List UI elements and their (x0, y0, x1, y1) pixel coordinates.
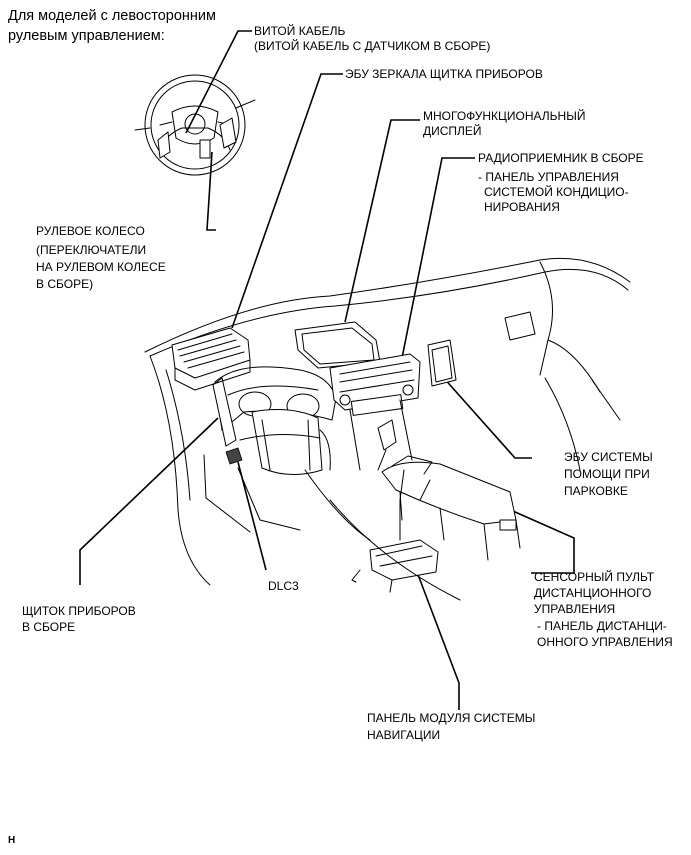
nav-module-label-2: НАВИГАЦИИ (367, 728, 441, 742)
remote-panel-label-2: ОННОГО УПРАВЛЕНИЯ (537, 635, 673, 649)
multi-display-label-2: ДИСПЛЕЙ (423, 124, 482, 138)
cluster-label: ЩИТОК ПРИБОРОВ (22, 604, 136, 618)
leader-lines (79, 30, 575, 710)
steering-wheel-label: РУЛЕВОЕ КОЛЕСО (36, 224, 145, 238)
mirror-ecu-label: ЭБУ ЗЕРКАЛА ЩИТКА ПРИБОРОВ (345, 67, 543, 81)
inset-caption-line1: Для моделей с левосторонним (8, 8, 216, 24)
touch-remote-label: СЕНСОРНЫЙ ПУЛЬТ (534, 570, 655, 584)
steering-switch-label: (ПЕРЕКЛЮЧАТЕЛИ (36, 243, 147, 257)
parking-ecu-label-3: ПАРКОВКЕ (564, 484, 628, 498)
touch-remote-label-2: ДИСТАНЦИОННОГО (534, 586, 652, 600)
ac-panel-label-2: СИСТЕМОЙ КОНДИЦИО- (484, 185, 629, 199)
inset-caption-line2: рулевым управлением: (8, 28, 165, 44)
footer-mark: H (8, 835, 16, 846)
ac-panel-label: - ПАНЕЛЬ УПРАВЛЕНИЯ (478, 170, 619, 184)
dlc3-connector (225, 447, 243, 465)
parking-ecu-label-2: ПОМОЩИ ПРИ (564, 467, 650, 481)
nav-module-label: ПАНЕЛЬ МОДУЛЯ СИСТЕМЫ (367, 711, 536, 725)
steering-switch-label-3: В СБОРЕ) (36, 277, 94, 291)
radio-label: РАДИОПРИЕМНИК В СБОРЕ (478, 151, 644, 165)
remote-panel-label: - ПАНЕЛЬ ДИСТАНЦИ- (537, 619, 667, 633)
parking-ecu-label: ЭБУ СИСТЕМЫ (564, 450, 653, 464)
multi-display-label: МНОГОФУНКЦИОНАЛЬНЫЙ (423, 109, 586, 123)
dlc3-label: DLC3 (268, 579, 299, 593)
steering-wheel-inset (134, 74, 256, 176)
spiral-cable-label: ВИТОЙ КАБЕЛЬ (254, 24, 346, 38)
touch-remote-label-3: УПРАВЛЕНИЯ (534, 602, 616, 616)
cluster-label-2: В СБОРЕ (22, 620, 76, 634)
ac-panel-label-3: НИРОВАНИЯ (484, 200, 560, 214)
spiral-cable-sublabel: (ВИТОЙ КАБЕЛЬ С ДАТЧИКОМ В СБОРЕ) (254, 39, 491, 53)
steering-switch-label-2: НА РУЛЕВОМ КОЛЕСЕ (36, 260, 166, 274)
dashboard-drawing (144, 257, 631, 601)
